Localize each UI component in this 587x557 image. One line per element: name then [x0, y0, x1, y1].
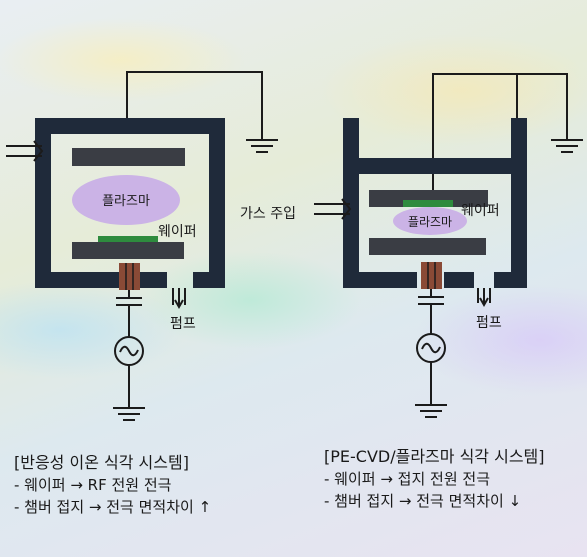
right-gas-inlet-arrow — [314, 198, 352, 220]
rie-system-diagram: 플라즈마 웨이퍼 펌프 — [6, 71, 278, 421]
right-wafer — [403, 200, 453, 207]
left-insulator — [119, 263, 140, 290]
pecvd-system-diagram: 가스 주입 웨이퍼 플라즈마 펌프 — [240, 73, 583, 418]
right-plasma-label: 플라즈마 — [408, 215, 452, 229]
left-pump-outlet — [172, 288, 186, 310]
left-gas-inlet-arrow — [6, 140, 44, 162]
left-chamber — [35, 118, 225, 288]
right-caption-title: [PE-CVD/플라즈마 식각 시스템] — [324, 447, 545, 466]
right-rf-source — [416, 333, 446, 405]
right-pump-outlet — [477, 288, 491, 308]
left-caption-line-2: - 챔버 접지 → 전극 면적차이 ↑ — [14, 498, 212, 516]
right-chamber-ground-wire — [516, 73, 568, 140]
ground-symbol-bottom-right — [415, 404, 447, 418]
right-pump-label: 펌프 — [476, 315, 502, 331]
right-chamber — [343, 118, 527, 288]
ground-symbol-bottom-left — [113, 407, 145, 421]
right-top-electrode — [369, 190, 488, 207]
right-gas-inlet-label: 가스 주입 — [240, 206, 296, 222]
right-capacitor — [418, 289, 444, 334]
right-caption-line-2: - 챔버 접지 → 전극 면적차이 ↓ — [324, 492, 522, 510]
left-rf-source — [114, 336, 144, 408]
left-caption: [반응성 이온 식각 시스템] - 웨이퍼 → RF 전원 전극 - 챔버 접지… — [14, 452, 211, 518]
right-top-electrode-wire — [432, 73, 517, 190]
left-plasma — [72, 175, 180, 225]
right-wafer-label: 웨이퍼 — [461, 203, 500, 219]
right-insulator — [421, 262, 442, 289]
chamber-ground-wire — [126, 71, 263, 140]
right-caption: [PE-CVD/플라즈마 식각 시스템] - 웨이퍼 → 접지 전원 전극 - … — [324, 446, 545, 512]
left-bottom-electrode — [72, 242, 184, 259]
left-pump-label: 펌프 — [170, 316, 196, 332]
ground-symbol-top-right — [551, 139, 583, 153]
left-caption-line-1: - 웨이퍼 → RF 전원 전극 — [14, 476, 172, 494]
ground-symbol-top-left — [246, 139, 278, 153]
left-top-electrode — [72, 148, 185, 166]
left-plasma-label: 플라즈마 — [102, 194, 150, 209]
left-wafer — [98, 236, 158, 242]
right-bottom-electrode — [369, 238, 486, 255]
left-caption-title: [반응성 이온 식각 시스템] — [14, 453, 189, 472]
right-plasma — [393, 207, 467, 235]
right-caption-line-1: - 웨이퍼 → 접지 전원 전극 — [324, 470, 491, 488]
left-wafer-label: 웨이퍼 — [158, 224, 197, 240]
left-capacitor — [116, 290, 142, 337]
